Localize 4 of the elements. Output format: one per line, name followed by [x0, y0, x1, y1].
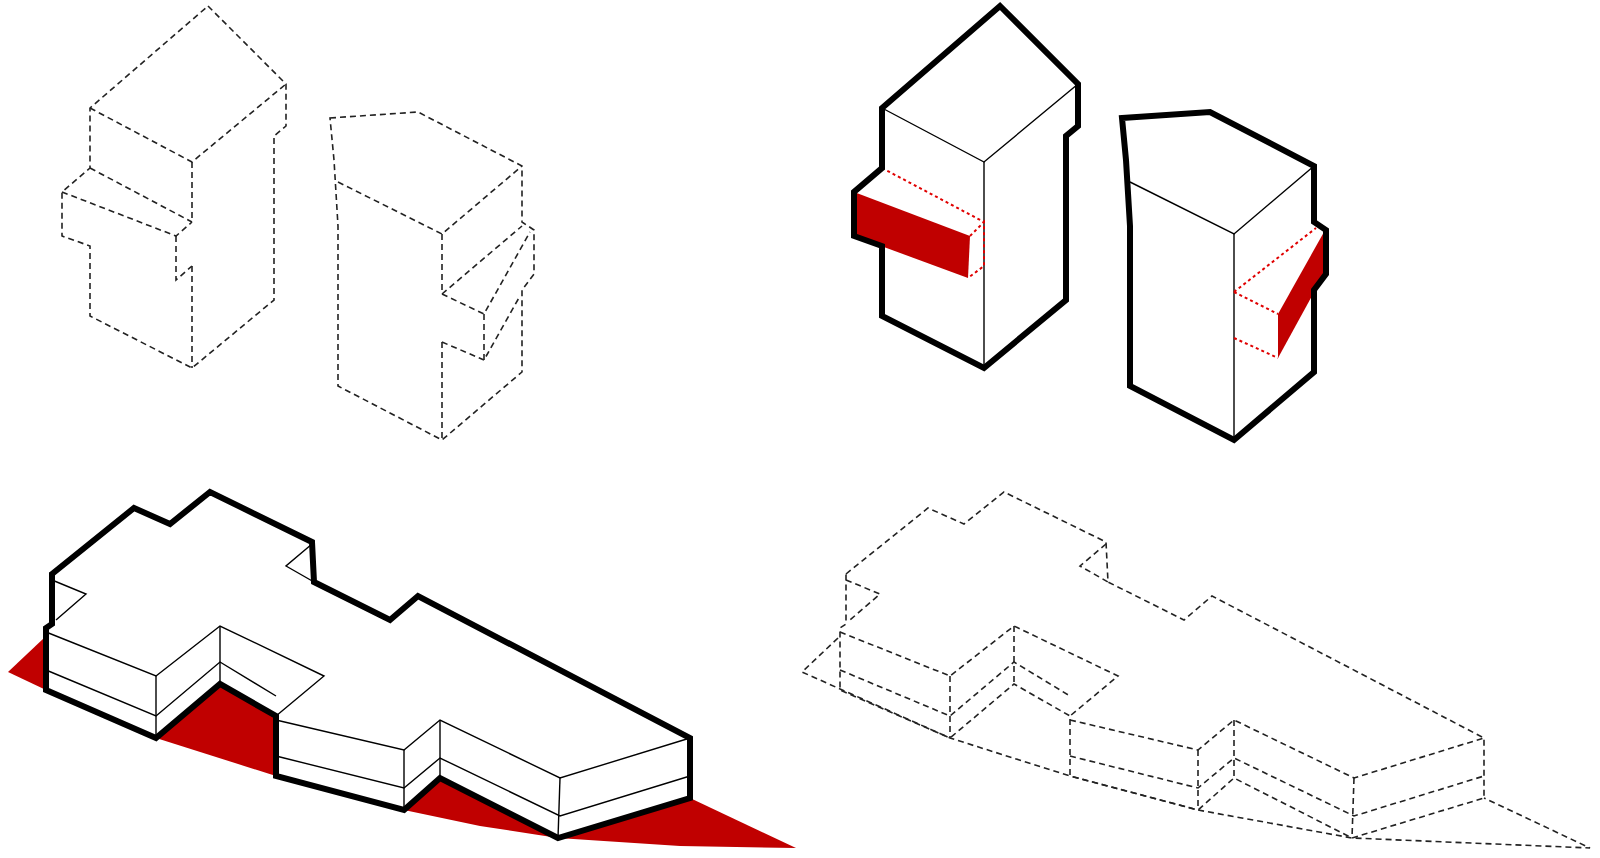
dashed-building-axonometric: [800, 491, 1591, 849]
dashed-massing-axonometric: [61, 4, 535, 441]
building-axonometric-with-ground: [8, 488, 796, 848]
massing-axonometric-with-cutouts: [851, 1, 1329, 444]
